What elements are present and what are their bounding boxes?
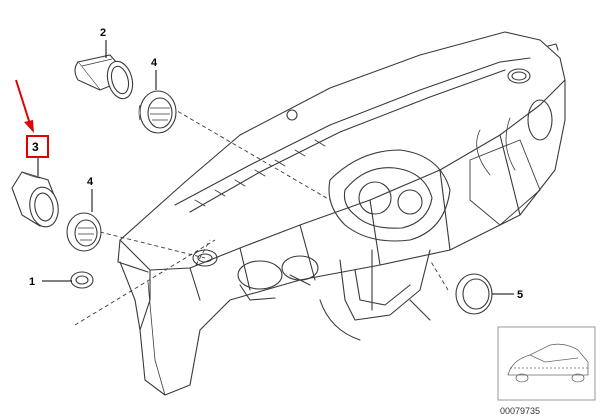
highlight-box — [26, 135, 49, 158]
leader-lines — [37, 40, 514, 295]
part-3-vent-housing — [11, 171, 59, 228]
red-arrow-icon — [15, 79, 34, 133]
dashboard-outline — [117, 31, 566, 396]
part-1-cap — [70, 271, 94, 289]
part-4-vent-nozzle-lower — [66, 212, 102, 252]
part-2-vent-housing — [74, 54, 134, 100]
callout-3: 3 — [32, 140, 39, 154]
callout-2: 2 — [100, 27, 106, 39]
callout-5: 5 — [517, 289, 523, 301]
part-5-ring — [455, 273, 493, 315]
diagram-id: 00079735 — [500, 406, 540, 416]
guide-lines — [74, 107, 449, 326]
car-thumbnail-icon — [497, 326, 596, 401]
callout-4-lower: 4 — [87, 176, 94, 188]
callout-1: 1 — [29, 276, 35, 288]
part-4-vent-nozzle-top — [138, 90, 177, 134]
callout-4-top: 4 — [151, 57, 158, 69]
